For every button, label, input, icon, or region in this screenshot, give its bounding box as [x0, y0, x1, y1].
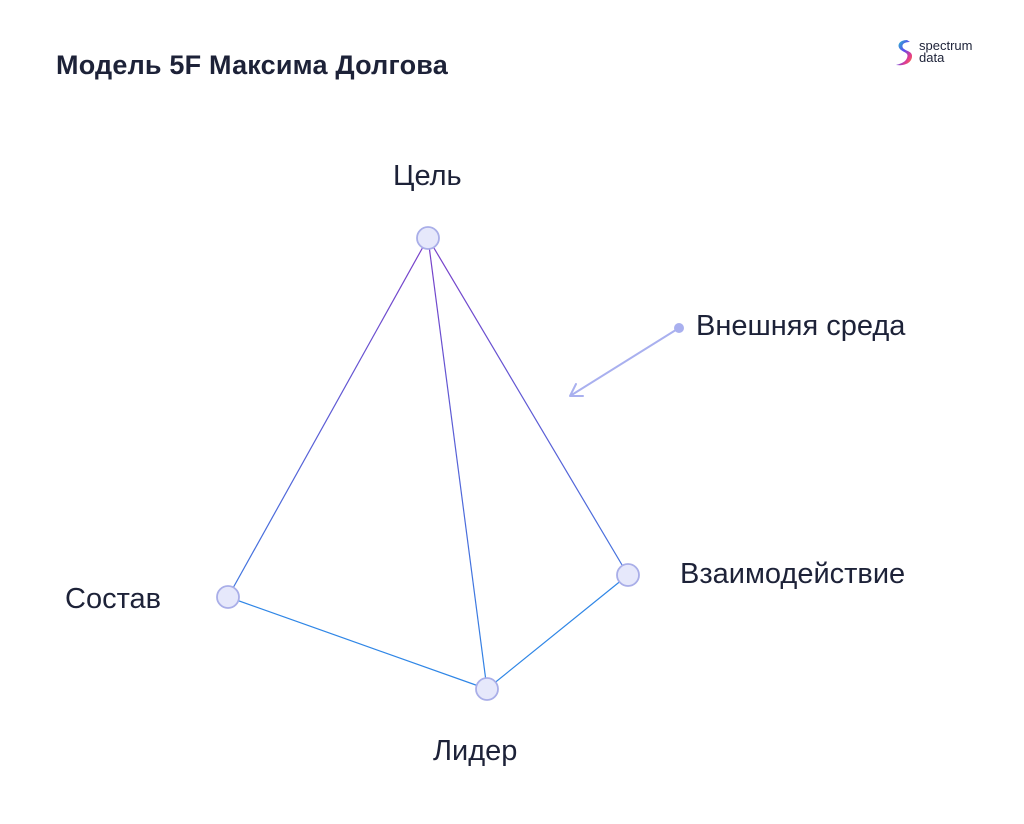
- edge-composition-leader: [227, 596, 488, 690]
- edge-goal-composition: [227, 237, 429, 598]
- logo-line-2: data: [919, 50, 945, 65]
- label-leader: Лидер: [433, 735, 518, 767]
- label-goal: Цель: [393, 160, 462, 192]
- logo-text: spectrum data: [919, 38, 973, 65]
- logo-line-1: spectrum: [919, 38, 973, 53]
- logo-icon: [896, 40, 913, 66]
- node-goal: [416, 226, 440, 250]
- label-composition: Состав: [65, 583, 162, 615]
- page-title: Модель 5F Максима Долгова: [56, 50, 448, 80]
- node-interaction: [616, 563, 640, 587]
- label-external-environment: Внешняя среда: [696, 310, 906, 342]
- external-environment-arrow: [569, 323, 684, 397]
- edge-goal-leader: [427, 237, 488, 690]
- edge-goal-interaction: [427, 237, 629, 576]
- edge-leader-interaction: [486, 574, 629, 690]
- label-interaction: Взаимодействие: [680, 558, 906, 590]
- node-leader: [475, 677, 499, 701]
- arrow-shaft: [569, 327, 680, 397]
- arrow-head: [569, 383, 584, 397]
- spectrum-data-logo: spectrum data: [893, 38, 993, 70]
- node-composition: [216, 585, 240, 609]
